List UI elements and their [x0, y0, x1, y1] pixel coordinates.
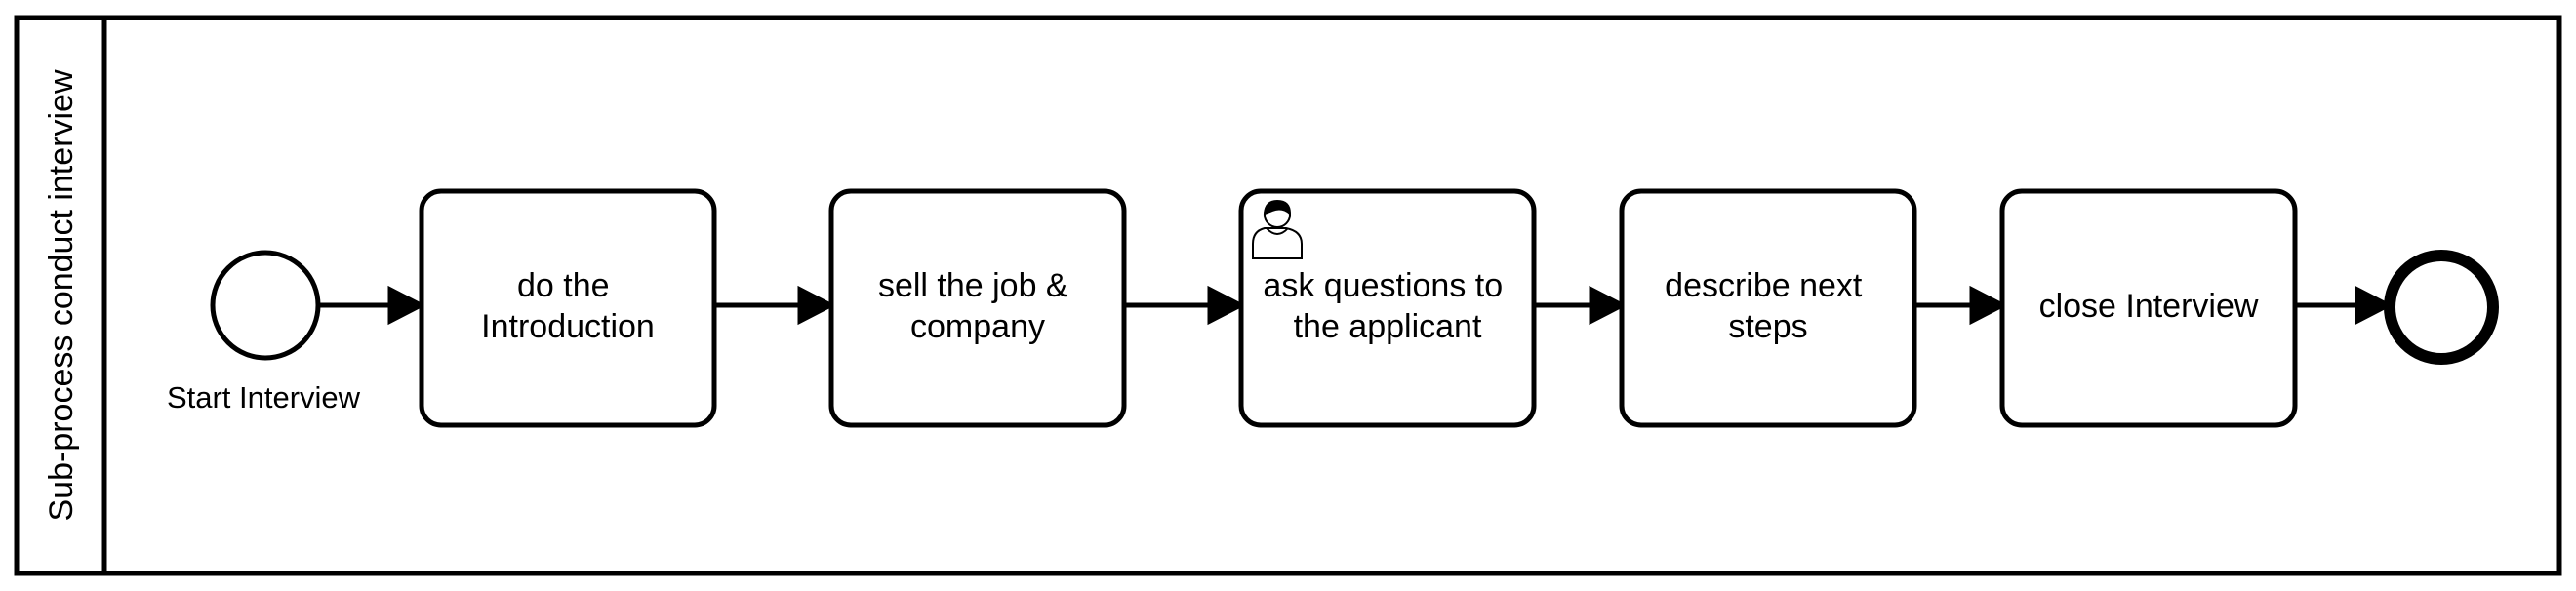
user-icon — [1252, 199, 1303, 259]
svg-text:describe next steps: describe next steps — [1665, 267, 1872, 345]
svg-text:sell the job & company: sell the job & company — [878, 267, 1077, 345]
task-label-line: ask questions to — [1263, 267, 1503, 304]
task-label-line: do the — [517, 267, 610, 304]
task-label-line: Introduction — [481, 308, 655, 345]
arrowhead — [2355, 285, 2394, 326]
task-label-line: sell the job & — [878, 267, 1068, 304]
end-event[interactable] — [2384, 250, 2499, 365]
task-close-interview[interactable]: close Interview — [1999, 188, 2298, 428]
pool-lane-label: Sub-process conduct interview — [43, 69, 80, 521]
arrowhead — [387, 285, 426, 326]
task-sell-job-company[interactable]: sell the job & company — [828, 188, 1127, 428]
start-event[interactable] — [210, 250, 321, 361]
task-do-introduction[interactable]: do the Introduction — [419, 188, 717, 428]
task-label-line: close Interview — [2039, 288, 2259, 325]
task-label-line: the applicant — [1294, 308, 1482, 345]
start-event-label: Start Interview — [167, 380, 361, 414]
arrowhead — [797, 285, 836, 326]
svg-text:do the Introduction: do the Introduction — [481, 267, 655, 345]
task-label-line: company — [910, 308, 1045, 345]
sequence-flows — [318, 285, 2394, 326]
arrowhead — [1969, 285, 2008, 326]
task-label-line: steps — [1728, 308, 1807, 345]
task-ask-questions[interactable]: ask questions to the applicant — [1238, 188, 1537, 428]
task-describe-next-steps[interactable]: describe next steps — [1619, 188, 1917, 428]
arrowhead — [1207, 285, 1246, 326]
arrowhead — [1589, 285, 1628, 326]
task-label-line: describe next — [1665, 267, 1863, 304]
svg-text:close Interview: close Interview — [2039, 288, 2259, 325]
svg-text:ask questions to the app: ask questions to the applicant — [1263, 267, 1511, 345]
